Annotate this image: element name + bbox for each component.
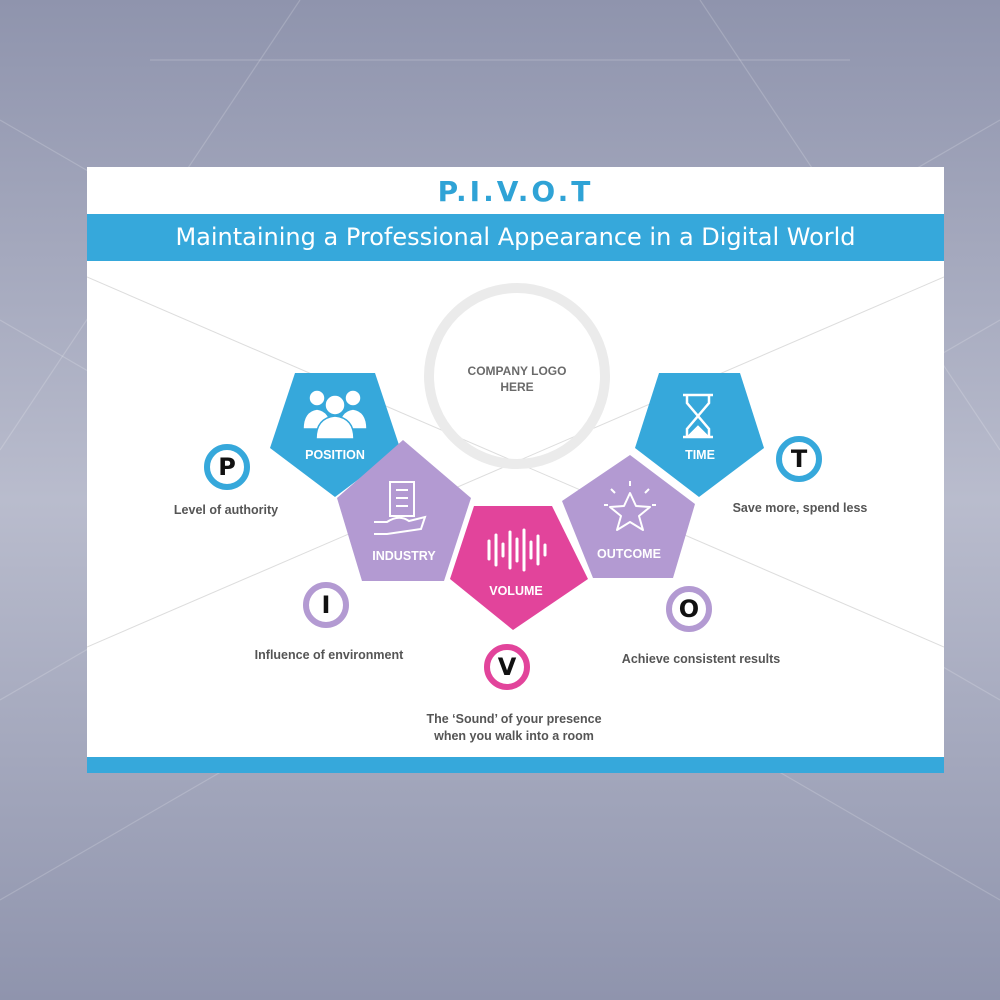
star-icon	[604, 481, 656, 531]
logo-placeholder-line2: HERE	[500, 380, 534, 394]
hourglass-icon	[683, 393, 713, 439]
letter-v-circle: V	[484, 644, 530, 690]
position-description: Level of authority	[173, 503, 279, 517]
volume-description-line1: The ‘Sound’ of your presence	[426, 712, 602, 726]
letter-o-circle: O	[666, 586, 712, 632]
building-hand-icon	[374, 481, 427, 535]
pivot-diagram	[87, 276, 944, 648]
subtitle-text: Maintaining a Professional Appearance in…	[175, 223, 856, 251]
outcome-label: OUTCOME	[597, 547, 661, 561]
industry-label: INDUSTRY	[372, 549, 436, 563]
volume-label: VOLUME	[489, 584, 543, 598]
logo-ring	[424, 283, 610, 469]
outcome-description: Achieve consistent results	[621, 652, 781, 666]
letter-i-circle: I	[303, 582, 349, 628]
brand-title: P.I.V.O.T	[437, 175, 594, 208]
outcome-pentagon	[562, 455, 695, 578]
sound-wave-icon	[487, 528, 547, 572]
volume-pentagon	[450, 506, 588, 630]
industry-description: Influence of environment	[254, 648, 404, 662]
time-label: TIME	[685, 448, 715, 462]
letter-t-circle: T	[776, 436, 822, 482]
footer-bar	[87, 757, 944, 773]
time-description: Save more, spend less	[732, 501, 868, 515]
logo-placeholder-line1: COMPANY LOGO	[467, 364, 567, 378]
subtitle-banner: Maintaining a Professional Appearance in…	[87, 214, 944, 261]
volume-description-line2: when you walk into a room	[434, 729, 594, 743]
letter-p-circle: P	[204, 444, 250, 490]
infographic-card: P.I.V.O.T Maintaining a Professional App…	[87, 167, 944, 773]
people-icon	[302, 389, 368, 440]
industry-pentagon	[337, 440, 471, 581]
position-label: POSITION	[305, 448, 365, 462]
